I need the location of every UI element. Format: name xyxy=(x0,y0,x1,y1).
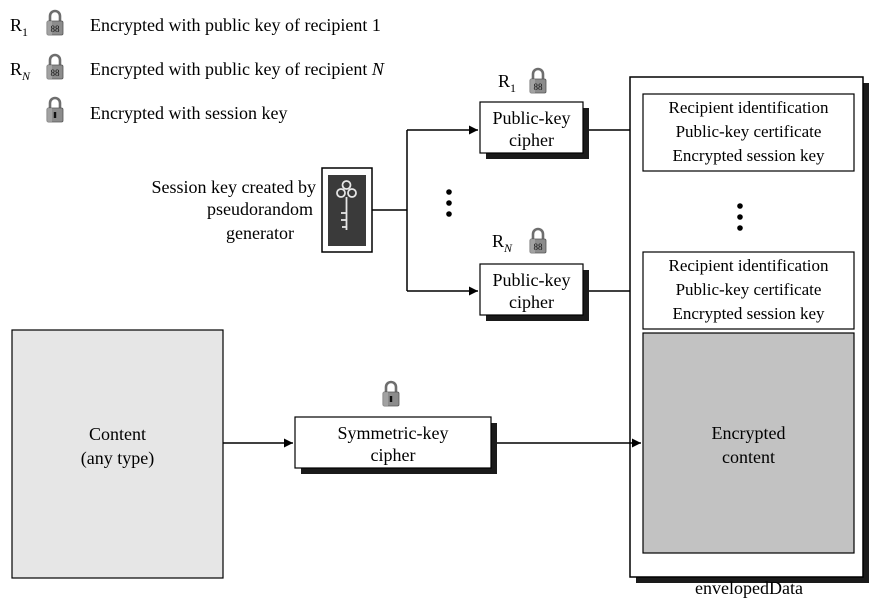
svg-text:generator: generator xyxy=(226,223,294,243)
legend-session-row: Encrypted with session key xyxy=(45,96,287,124)
svg-text:88: 88 xyxy=(534,242,544,252)
enveloped-data-container: Recipient identification Public-key cert… xyxy=(629,76,869,583)
svg-text:(any type): (any type) xyxy=(81,448,154,469)
content-box: Content (any type) xyxy=(11,329,224,579)
public-key-cipher-rn: RN 88 Public-key cipher xyxy=(479,227,589,321)
svg-text:cipher: cipher xyxy=(371,445,416,465)
svg-text:Symmetric-key: Symmetric-key xyxy=(338,423,449,443)
cipher-r1-tag: R1 xyxy=(498,71,516,95)
svg-text:88: 88 xyxy=(51,24,61,34)
svg-text:Content: Content xyxy=(89,424,146,444)
lock-r1-icon: 88 xyxy=(45,9,65,37)
encrypted-content-box: Encrypted content xyxy=(642,332,855,554)
ellipsis-dots-left xyxy=(446,189,452,217)
enveloped-data-label: envelopedData xyxy=(695,578,803,598)
svg-text:88: 88 xyxy=(51,68,61,78)
session-key-connectors xyxy=(372,125,478,296)
svg-text:Recipient identification: Recipient identification xyxy=(668,256,829,275)
svg-text:cipher: cipher xyxy=(509,292,554,312)
recipient-info-n: Recipient identification Public-key cert… xyxy=(642,251,855,330)
svg-text:Encrypted: Encrypted xyxy=(712,423,786,443)
svg-text:content: content xyxy=(722,447,775,467)
svg-text:Recipient identification: Recipient identification xyxy=(668,98,829,117)
lock-cipher-rn-icon: 88 xyxy=(528,227,548,255)
legend-r1-row: R1 88 Encrypted with public key of recip… xyxy=(10,9,381,39)
lock-symmetric-icon xyxy=(381,380,401,408)
lock-session-icon xyxy=(45,96,65,124)
session-key-icon xyxy=(321,167,373,253)
svg-text:cipher: cipher xyxy=(509,130,554,150)
svg-text:Public-key certificate: Public-key certificate xyxy=(676,122,822,141)
legend-rn-tag: RN xyxy=(10,59,31,83)
legend-session-text: Encrypted with session key xyxy=(90,103,287,123)
public-key-cipher-r1: R1 88 Public-key cipher xyxy=(479,67,589,159)
svg-text:Session key created by: Session key created by xyxy=(152,177,316,197)
svg-text:Encrypted session key: Encrypted session key xyxy=(672,304,825,323)
session-key-label: Session key created by pseudorandom gene… xyxy=(152,177,316,243)
symmetric-key-cipher: Symmetric-key cipher xyxy=(294,380,497,474)
cipher-rn-tag: RN xyxy=(492,231,513,255)
svg-text:pseudorandom: pseudorandom xyxy=(207,199,313,219)
svg-text:Encrypted session key: Encrypted session key xyxy=(672,146,825,165)
legend-rn-row: RN 88 Encrypted with public key of recip… xyxy=(10,53,385,83)
lock-cipher-r1-icon: 88 xyxy=(528,67,548,95)
svg-text:Public-key: Public-key xyxy=(493,108,571,128)
svg-text:Public-key certificate: Public-key certificate xyxy=(676,280,822,299)
legend-r1-tag: R1 xyxy=(10,15,28,39)
svg-text:88: 88 xyxy=(534,82,544,92)
svg-text:Public-key: Public-key xyxy=(493,270,571,290)
legend: R1 88 Encrypted with public key of recip… xyxy=(10,9,385,124)
legend-rn-text: Encrypted with public key of recipient N xyxy=(90,59,385,79)
lock-rn-icon: 88 xyxy=(45,53,65,81)
recipient-info-1: Recipient identification Public-key cert… xyxy=(642,93,855,172)
ellipsis-dots-right xyxy=(737,203,743,231)
legend-r1-text: Encrypted with public key of recipient 1 xyxy=(90,15,381,35)
